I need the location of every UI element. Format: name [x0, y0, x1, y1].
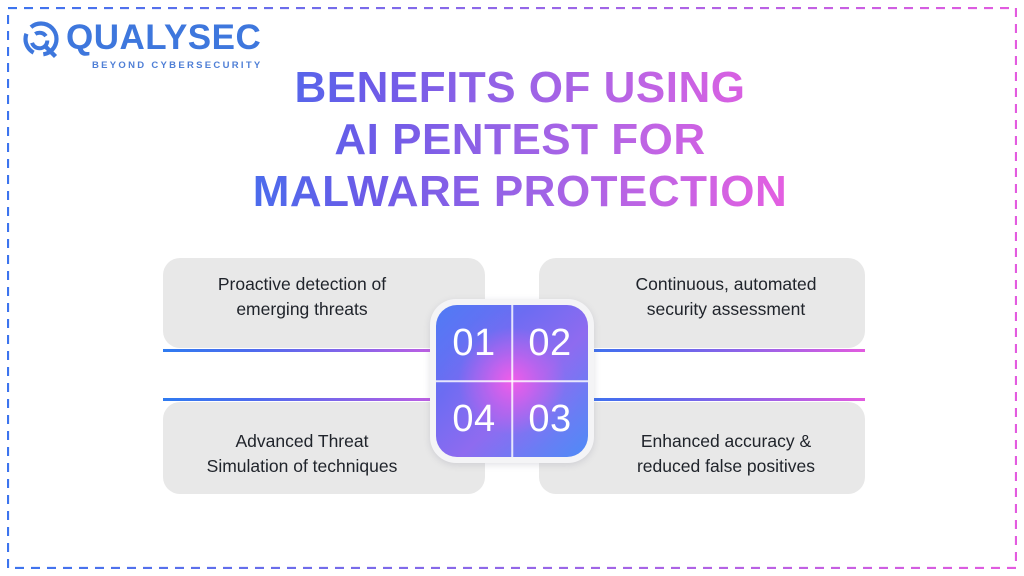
benefit-card-01-line-1: Proactive detection of [217, 274, 387, 294]
center-number-01: 01 [452, 321, 496, 364]
benefit-card-01-line-2: emerging threats [236, 299, 368, 319]
magnifier-q-icon [22, 20, 64, 67]
benefit-card-04-line-1: Advanced Threat [235, 431, 369, 451]
gradient-rule-top-right [539, 349, 865, 352]
page-title: BENEFITS OF USING AI PENTEST FOR MALWARE… [200, 62, 840, 218]
benefit-card-03-line-1: Enhanced accuracy & [640, 431, 812, 451]
center-number-04: 04 [452, 397, 496, 440]
benefit-card-03-line-2: reduced false positives [636, 456, 816, 476]
brand-logo: QUALYSEC BEYOND CYBERSECURITY [22, 18, 261, 71]
page-title-line-1: BENEFITS OF USING [294, 63, 746, 112]
benefit-card-02-line-2: security assessment [646, 299, 806, 319]
page-title-line-2: AI PENTEST FOR [334, 115, 706, 164]
benefit-card-01: Proactive detection of emerging threats [163, 258, 485, 348]
center-number-03: 03 [528, 397, 572, 440]
benefit-card-04: Advanced Threat Simulation of techniques [163, 402, 485, 494]
gradient-rule-top-left [163, 349, 485, 352]
page-title-line-3: MALWARE PROTECTION [252, 167, 788, 216]
benefit-card-02-line-1: Continuous, automated [635, 274, 817, 294]
gradient-rule-bottom-left [163, 398, 485, 401]
brand-tagline: BEYOND CYBERSECURITY [92, 60, 263, 71]
center-number-02: 02 [528, 321, 572, 364]
brand-wordmark: QUALYSEC [66, 18, 262, 57]
gradient-rule-bottom-right [539, 398, 865, 401]
benefit-card-04-line-2: Simulation of techniques [206, 456, 398, 476]
center-number-grid: 01 02 04 03 [430, 299, 594, 463]
